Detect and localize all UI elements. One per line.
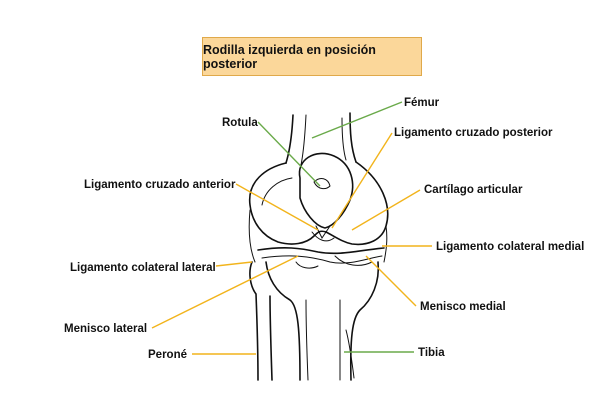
leader-rotula [257, 121, 321, 187]
label-cartilago: Cartílago articular [424, 184, 523, 196]
joint-line [257, 247, 385, 255]
label-tibia: Tibia [418, 347, 445, 359]
leader-cartilago [351, 189, 421, 231]
leader-lig-colateral-lateral [215, 261, 253, 267]
fibula [249, 261, 259, 381]
label-lig-colateral-medial: Ligamento colateral medial [436, 241, 584, 253]
diagram-title: Rodilla izquierda en posición posterior [202, 37, 422, 76]
label-menisco-lateral: Menisco lateral [64, 323, 147, 335]
labels: Fémur Rotula Ligamento cruzado posterior… [64, 97, 584, 361]
label-perone: Peroné [148, 349, 187, 361]
patella [298, 152, 354, 229]
label-lig-cruzado-anterior: Ligamento cruzado anterior [84, 179, 236, 191]
label-rotula: Rotula [222, 117, 258, 129]
label-menisco-medial: Menisco medial [420, 301, 506, 313]
label-femur: Fémur [404, 97, 440, 109]
knee-illustration [248, 112, 389, 381]
femur-shaft [285, 114, 294, 164]
leader-lines [151, 101, 432, 355]
label-lig-colateral-lateral: Ligamento colateral lateral [70, 262, 216, 274]
leader-lig-cruzado-anterior [235, 183, 319, 231]
leader-menisco-medial [365, 255, 417, 307]
leader-femur [311, 101, 403, 139]
leader-lig-cruzado-posterior [331, 132, 393, 229]
tibia [265, 261, 301, 381]
leader-menisco-lateral [151, 255, 299, 329]
label-lig-cruzado-posterior: Ligamento cruzado posterior [394, 127, 553, 139]
